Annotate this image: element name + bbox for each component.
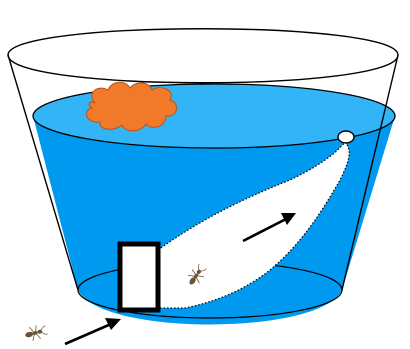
bucket-rim-back	[8, 29, 398, 55]
orange-sponge	[86, 82, 176, 131]
bucket-rim-front	[8, 55, 398, 83]
entrance-rectangle	[120, 244, 158, 310]
tunnel-end-circle	[338, 131, 354, 143]
ant-icon-outside	[24, 323, 49, 342]
entry-arrow-icon	[65, 318, 121, 344]
